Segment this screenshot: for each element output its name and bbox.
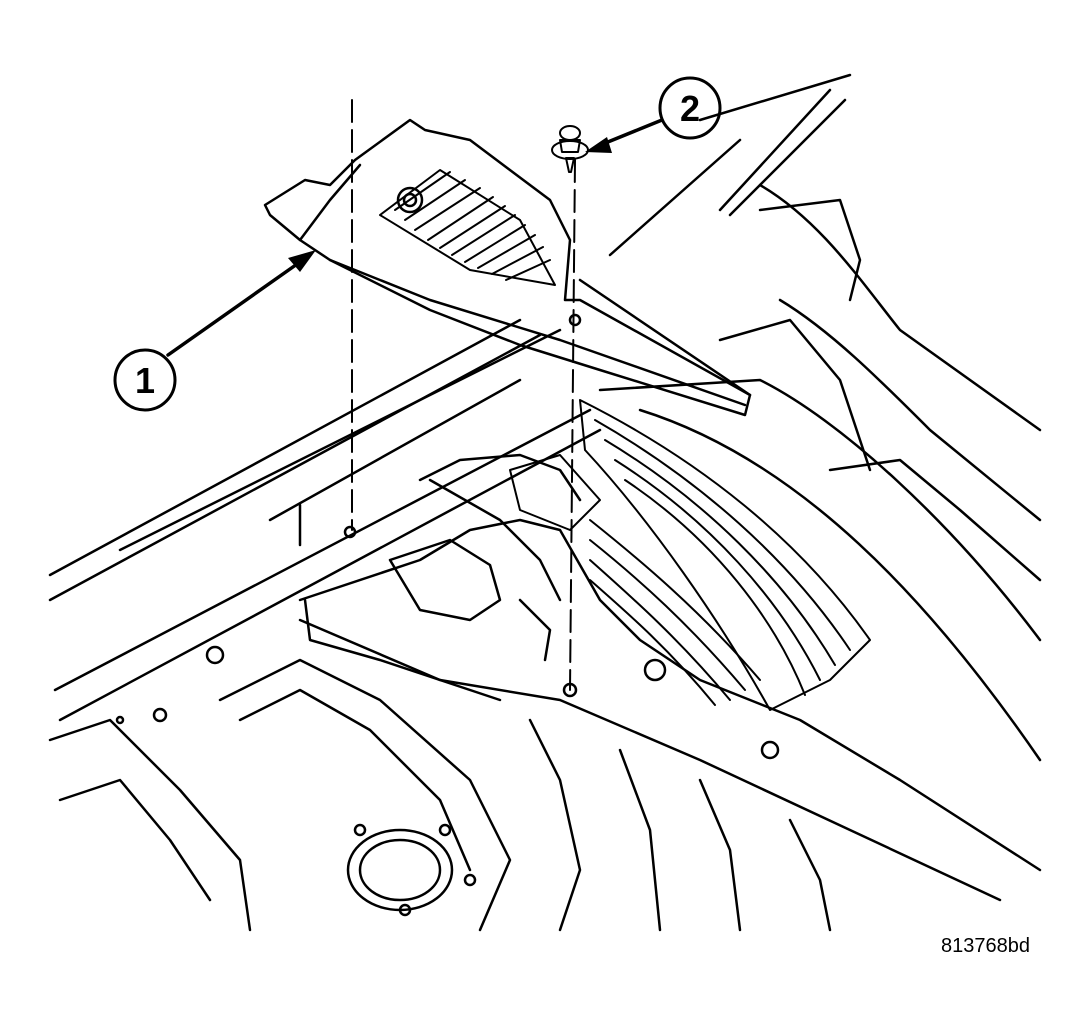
cowl-cover-grille <box>379 169 556 286</box>
lower-cowl-panel <box>298 453 1042 902</box>
push-pin-fastener <box>551 125 589 173</box>
callout-2-label: 2 <box>680 88 700 129</box>
strut-tower <box>48 645 832 932</box>
alignment-lines <box>351 99 576 691</box>
callout-leaders <box>166 118 664 357</box>
callout-1-circle <box>113 348 177 412</box>
callout-1-label: 1 <box>135 360 155 401</box>
lower-cowl-grille <box>509 399 871 711</box>
callout-arrowheads <box>288 137 612 272</box>
cowl-top-cover <box>263 118 752 417</box>
callout-2-circle <box>658 76 722 140</box>
body-panel-lines <box>48 73 1042 762</box>
figure-id: 813768bd <box>941 935 1030 957</box>
